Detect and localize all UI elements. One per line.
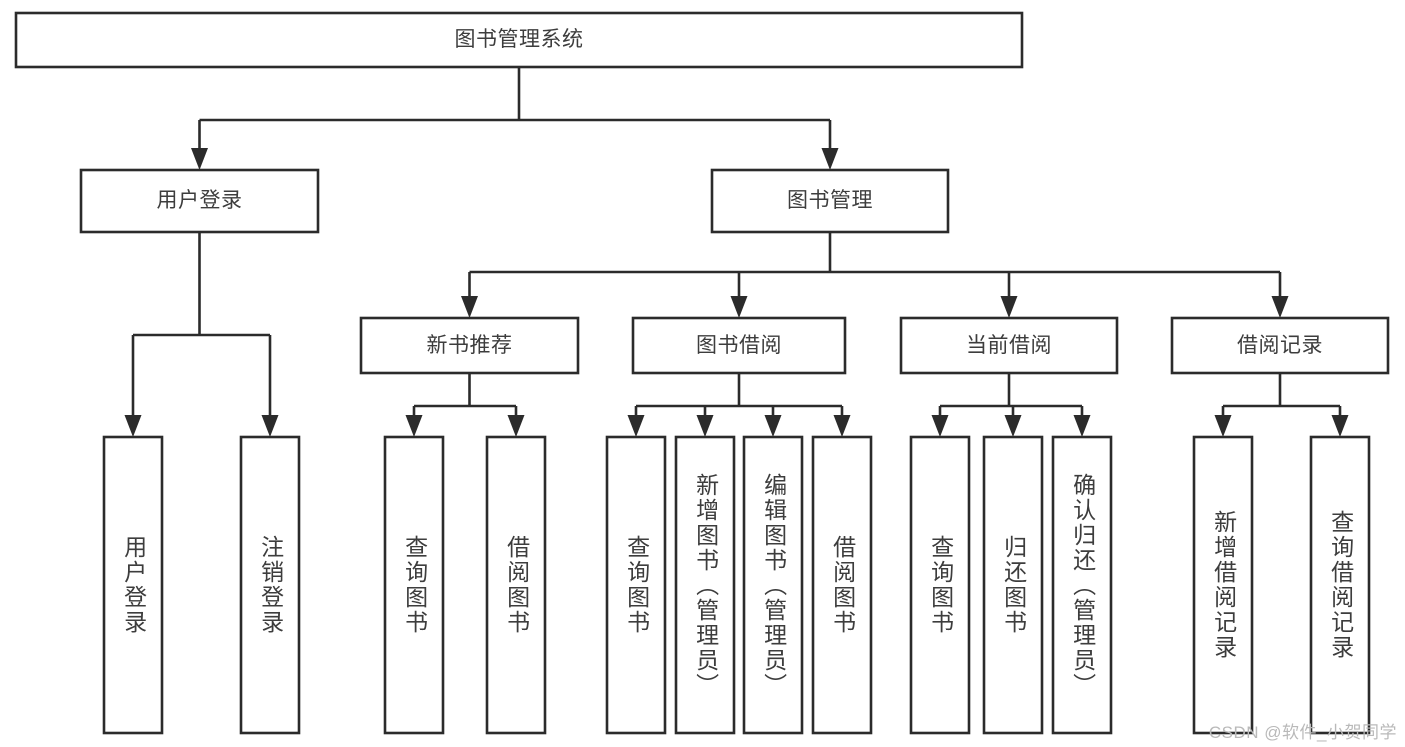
arrow-down-icon-leaf-edit-book-admin — [764, 415, 782, 437]
arrow-down-icon-leaf-query-book-3 — [931, 415, 949, 437]
node-box-borrow-record[interactable] — [1170, 316, 1390, 375]
arrow-down-icon-book-management — [821, 148, 839, 170]
arrow-down-icon-new-book-recommend — [461, 296, 478, 318]
node-box-leaf-query-book-3[interactable] — [909, 435, 971, 735]
arrow-down-icon-leaf-user-login — [124, 415, 142, 437]
arrow-down-icon-leaf-add-borrow-record — [1214, 415, 1232, 437]
arrow-down-icon-leaf-confirm-return-admin — [1073, 415, 1091, 437]
node-box-leaf-add-book-admin[interactable] — [674, 435, 736, 735]
node-box-leaf-borrow-book-2[interactable] — [811, 435, 873, 735]
arrow-down-icon-book-borrow — [730, 296, 748, 318]
node-box-leaf-query-book-2[interactable] — [605, 435, 667, 735]
arrow-down-icon-leaf-query-borrow-record — [1331, 415, 1349, 437]
watermark-text: CSDN @软件_小贺同学 — [1208, 723, 1397, 742]
arrow-down-icon-current-borrow — [1000, 296, 1018, 318]
node-box-current-borrow[interactable] — [899, 316, 1119, 375]
connectors-layer — [124, 67, 1349, 437]
node-box-leaf-logout-login[interactable] — [239, 435, 301, 735]
arrow-down-icon-user-login — [191, 148, 208, 170]
node-box-leaf-query-borrow-record[interactable] — [1309, 435, 1371, 735]
node-box-user-login[interactable] — [79, 168, 320, 234]
node-box-new-book-recommend[interactable] — [359, 316, 580, 375]
node-box-root[interactable] — [14, 11, 1024, 69]
arrow-down-icon-leaf-return-book — [1004, 415, 1022, 437]
arrow-down-icon-leaf-borrow-book-2 — [833, 415, 851, 437]
arrow-down-icon-leaf-borrow-book-1 — [507, 415, 525, 437]
arrow-down-icon-borrow-record — [1271, 296, 1289, 318]
node-box-leaf-query-book-1[interactable] — [383, 435, 445, 735]
arrow-down-icon-leaf-query-book-2 — [627, 415, 645, 437]
boxes-layer — [14, 11, 1390, 735]
arrow-down-icon-leaf-logout-login — [261, 415, 279, 437]
node-box-leaf-user-login[interactable] — [102, 435, 164, 735]
node-box-leaf-borrow-book-1[interactable] — [485, 435, 547, 735]
node-box-leaf-return-book[interactable] — [982, 435, 1044, 735]
arrow-down-icon-leaf-query-book-1 — [405, 415, 423, 437]
arrow-down-icon-leaf-add-book-admin — [696, 415, 714, 437]
node-box-book-borrow[interactable] — [631, 316, 847, 375]
node-box-leaf-add-borrow-record[interactable] — [1192, 435, 1254, 735]
node-box-leaf-confirm-return-admin[interactable] — [1051, 435, 1113, 735]
node-box-leaf-edit-book-admin[interactable] — [742, 435, 804, 735]
node-box-book-management[interactable] — [710, 168, 950, 234]
